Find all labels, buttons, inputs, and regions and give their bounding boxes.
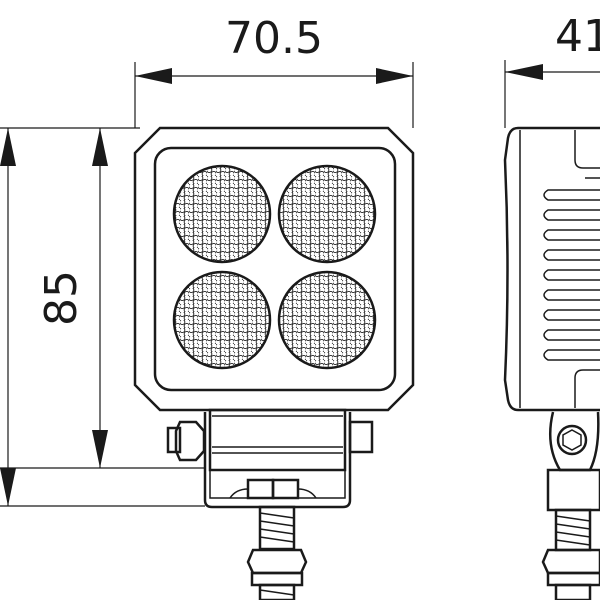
mounting-bolt: [246, 505, 308, 600]
led-lens: [172, 164, 272, 264]
led-lens: [277, 270, 377, 370]
led-lens: [277, 164, 377, 264]
cooling-fins: [543, 189, 600, 361]
width-dimension: 70.5: [134, 13, 414, 128]
front-view-lamp: [133, 126, 415, 600]
height-label: 85: [36, 270, 87, 326]
height-dimension: 85: [0, 127, 205, 507]
led-lens-group: [172, 164, 377, 370]
width-label: 70.5: [225, 13, 323, 64]
led-lens: [172, 270, 272, 370]
depth-dimension: 41: [504, 11, 600, 128]
depth-label: 41: [555, 11, 600, 62]
mounting-bracket: [166, 408, 374, 509]
side-view-lamp: [503, 126, 600, 600]
